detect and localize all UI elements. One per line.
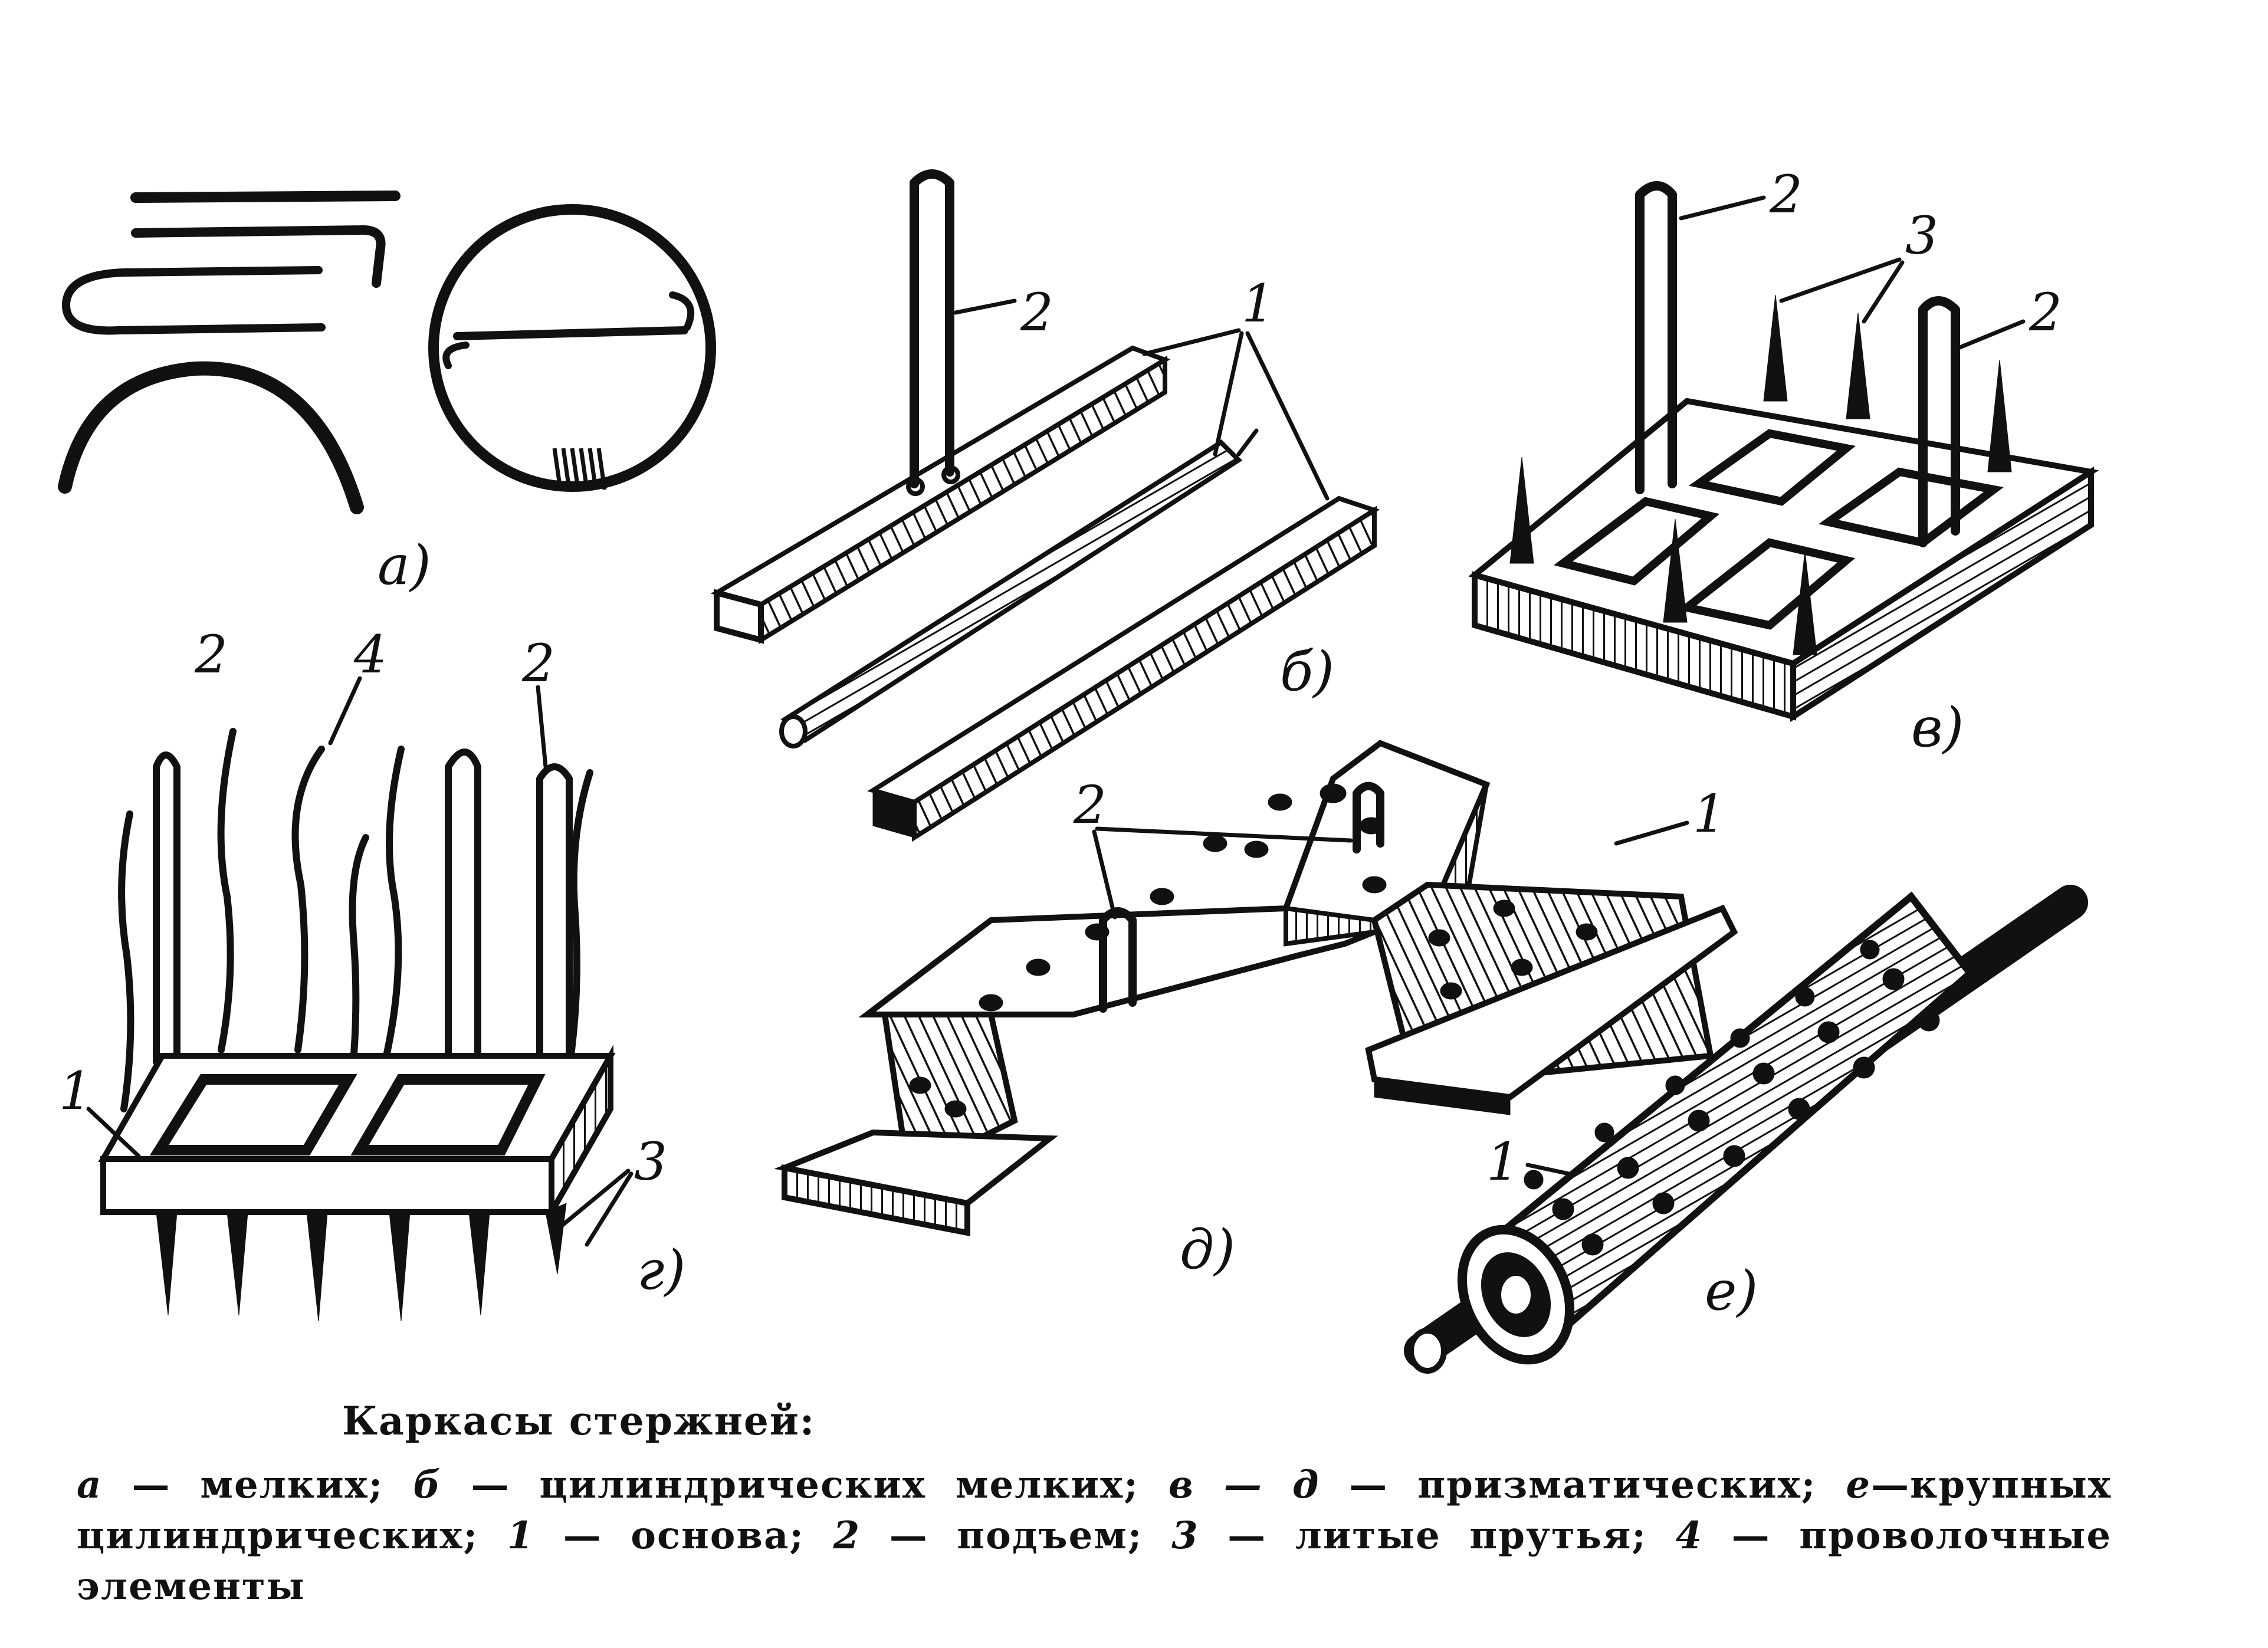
callout-2-b: 2: [1020, 282, 1053, 343]
legend-key-b: б: [413, 1463, 442, 1507]
callout-3-v: 3: [1905, 205, 1938, 266]
callout-1-b: 1: [1242, 273, 1275, 334]
legend-text-2: — подъем;: [861, 1514, 1172, 1558]
legend-key-3: 3: [1171, 1514, 1199, 1558]
label-b: б): [1280, 640, 1334, 703]
legend-key-a: а: [77, 1463, 103, 1507]
legend-text-e: —крупных цилиндрических;: [77, 1463, 2112, 1558]
frame-d-prismatic: 2 1 д): [774, 740, 1738, 1281]
callout-2-v-right: 2: [2029, 282, 2062, 343]
legend-key-1: 1: [507, 1514, 535, 1558]
legend-text-b: — цилиндрических мелких;: [441, 1463, 1169, 1507]
legend-text-1: — основа;: [534, 1514, 833, 1558]
label-d: д): [1180, 1218, 1235, 1281]
label-g: г): [637, 1239, 685, 1302]
frame-v-prismatic: 2 3 2 в): [1468, 164, 2099, 759]
legend-text-3: — литые прутья;: [1199, 1514, 1676, 1558]
legend-key-4: 4: [1675, 1514, 1704, 1558]
legend-text-v-d: — призматических;: [1320, 1463, 1846, 1507]
legend-text-4: — проволочные элементы: [77, 1514, 2112, 1608]
callout-3-g: 3: [634, 1131, 667, 1192]
callout-2-g-right: 2: [521, 633, 555, 694]
figure-caption-legend: а — мелких; б — цилиндрических мелких; в…: [77, 1460, 2112, 1612]
legend-text-a: — мелких;: [102, 1463, 413, 1507]
frame-g-wire-elements: 2 4 2 1 3 г): [59, 624, 685, 1322]
figure-caption-title: Каркасы стержней:: [342, 1398, 816, 1444]
callout-2-d: 2: [1073, 774, 1107, 835]
callout-1-g: 1: [59, 1061, 92, 1121]
label-a: а): [378, 534, 431, 597]
legend-key-2: 2: [833, 1514, 861, 1558]
frame-e-large-cylindrical: 1 е): [1404, 885, 2088, 1374]
callout-2-v-left: 2: [1769, 164, 1803, 225]
callout-1-e: 1: [1486, 1131, 1519, 1192]
frame-a-small-wires: а): [58, 191, 716, 597]
callout-2-g-left: 2: [194, 624, 228, 685]
legend-key-e: е: [1846, 1463, 1872, 1507]
label-v: в): [1911, 696, 1964, 759]
label-e: е): [1705, 1259, 1758, 1322]
frame-b-small-cylindrical: 2 1 б): [710, 169, 1380, 842]
legend-key-v-d: в — д: [1168, 1463, 1320, 1507]
callout-1-d: 1: [1693, 783, 1726, 844]
callout-4-g: 4: [353, 624, 387, 685]
